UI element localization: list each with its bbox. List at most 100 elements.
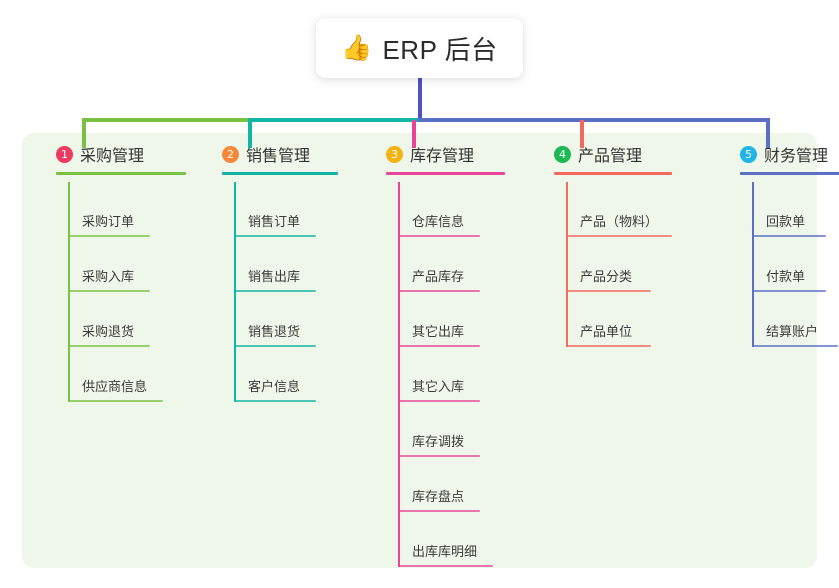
list-item[interactable]: 出库库明细 <box>370 512 493 567</box>
page-title: ERP 后台 <box>382 34 498 65</box>
list-item-label: 产品单位 <box>580 324 633 339</box>
list-item-rule <box>234 345 316 347</box>
list-item[interactable]: 供应商信息 <box>40 347 163 402</box>
list-item-label: 销售退货 <box>248 324 301 339</box>
list-item[interactable]: 其它出库 <box>370 292 480 347</box>
number-badge-icon: 1 <box>56 145 73 163</box>
list-item[interactable]: 产品分类 <box>538 237 651 292</box>
list-item-rule <box>234 400 316 402</box>
list-item-label: 库存盘点 <box>412 489 465 504</box>
number-badge-icon: 3 <box>386 145 403 163</box>
list-item-rule <box>68 235 150 237</box>
column-header-5[interactable]: 5 财务管理 <box>724 140 839 175</box>
list-item-label: 客户信息 <box>248 379 301 394</box>
column-title: 产品管理 <box>578 148 643 165</box>
list-item-label: 其它入库 <box>412 379 465 394</box>
list-item-label: 其它出库 <box>412 324 465 339</box>
list-item-rule <box>566 290 651 292</box>
list-item[interactable]: 库存盘点 <box>370 457 480 512</box>
column-items: 仓库信息产品库存其它出库其它入库库存调拨库存盘点出库库明细 <box>370 182 493 567</box>
column-title: 财务管理 <box>764 148 829 165</box>
column-title: 销售管理 <box>246 148 311 165</box>
column-header-1[interactable]: 1 采购管理 <box>40 140 186 175</box>
list-item-rule <box>566 235 672 237</box>
column-items: 销售订单销售出库销售退货客户信息 <box>206 182 316 402</box>
list-item[interactable]: 回款单 <box>724 182 828 237</box>
column-4: 4 产品管理产品（物料） 产品分类产品单位 <box>538 140 672 347</box>
list-item[interactable]: 客户信息 <box>206 347 316 402</box>
list-item-rule <box>752 235 826 237</box>
list-item-label: 销售订单 <box>248 214 301 229</box>
column-header-3[interactable]: 3 库存管理 <box>370 140 505 175</box>
diagram-panel <box>22 133 817 568</box>
list-item[interactable]: 库存调拨 <box>370 402 480 457</box>
list-item[interactable]: 销售订单 <box>206 182 316 237</box>
list-item-rule <box>398 235 480 237</box>
column-items: 产品（物料） 产品分类产品单位 <box>538 182 672 347</box>
list-item-rule <box>398 400 480 402</box>
column-1: 1 采购管理采购订单采购入库采购退货供应商信息 <box>40 140 186 402</box>
column-3: 3 库存管理仓库信息产品库存其它出库其它入库库存调拨库存盘点出库库明细 <box>370 140 505 567</box>
list-item-rule <box>68 345 150 347</box>
list-item[interactable]: 产品（物料） <box>538 182 672 237</box>
list-item-label: 采购订单 <box>82 214 135 229</box>
column-header-rule <box>554 172 672 175</box>
list-item-label: 供应商信息 <box>82 379 148 394</box>
column-title: 采购管理 <box>80 148 145 165</box>
thumbs-up-icon: 👍 <box>341 33 373 62</box>
list-item[interactable]: 其它入库 <box>370 347 480 402</box>
list-item-label: 付款单 <box>766 269 806 284</box>
list-item-rule <box>68 290 150 292</box>
list-item-rule <box>566 345 651 347</box>
column-title: 库存管理 <box>410 148 475 165</box>
column-spine <box>68 182 70 402</box>
list-item-label: 结算账户 <box>766 324 819 339</box>
list-item[interactable]: 付款单 <box>724 237 828 292</box>
list-item[interactable]: 销售退货 <box>206 292 316 347</box>
list-item-rule <box>752 290 826 292</box>
list-item-label: 采购退货 <box>82 324 135 339</box>
column-items: 回款单付款单结算账户 <box>724 182 838 347</box>
list-item-rule <box>752 345 838 347</box>
number-badge-icon: 4 <box>554 145 571 163</box>
list-item-label: 销售出库 <box>248 269 301 284</box>
list-item[interactable]: 结算账户 <box>724 292 838 347</box>
column-header-rule <box>386 172 505 175</box>
column-header-rule <box>56 172 186 175</box>
list-item-rule <box>234 290 316 292</box>
list-item[interactable]: 产品库存 <box>370 237 480 292</box>
list-item[interactable]: 仓库信息 <box>370 182 480 237</box>
list-item-rule <box>398 290 480 292</box>
list-item-rule <box>398 345 480 347</box>
column-items: 采购订单采购入库采购退货供应商信息 <box>40 182 163 402</box>
number-badge-icon: 5 <box>740 145 757 163</box>
list-item-rule <box>234 235 316 237</box>
list-item-rule <box>398 455 480 457</box>
column-spine <box>566 182 568 347</box>
list-item[interactable]: 采购入库 <box>40 237 150 292</box>
list-item[interactable]: 采购退货 <box>40 292 150 347</box>
list-item[interactable]: 采购订单 <box>40 182 150 237</box>
column-spine <box>234 182 236 402</box>
list-item-label: 产品（物料） <box>580 214 659 229</box>
column-spine <box>398 182 400 567</box>
column-5: 5 财务管理回款单付款单结算账户 <box>724 140 839 347</box>
list-item-rule <box>398 510 480 512</box>
list-item-label: 出库库明细 <box>412 544 478 559</box>
list-item[interactable]: 产品单位 <box>538 292 651 347</box>
list-item-label: 库存调拨 <box>412 434 465 449</box>
column-header-rule <box>740 172 839 175</box>
list-item-label: 产品分类 <box>580 269 633 284</box>
column-header-4[interactable]: 4 产品管理 <box>538 140 672 175</box>
list-item-rule <box>68 400 163 402</box>
root-title-card[interactable]: 👍 ERP 后台 <box>316 18 523 78</box>
list-item-label: 仓库信息 <box>412 214 465 229</box>
list-item-label: 采购入库 <box>82 269 135 284</box>
list-item-label: 回款单 <box>766 214 806 229</box>
list-item[interactable]: 销售出库 <box>206 237 316 292</box>
list-item-rule <box>398 565 493 567</box>
